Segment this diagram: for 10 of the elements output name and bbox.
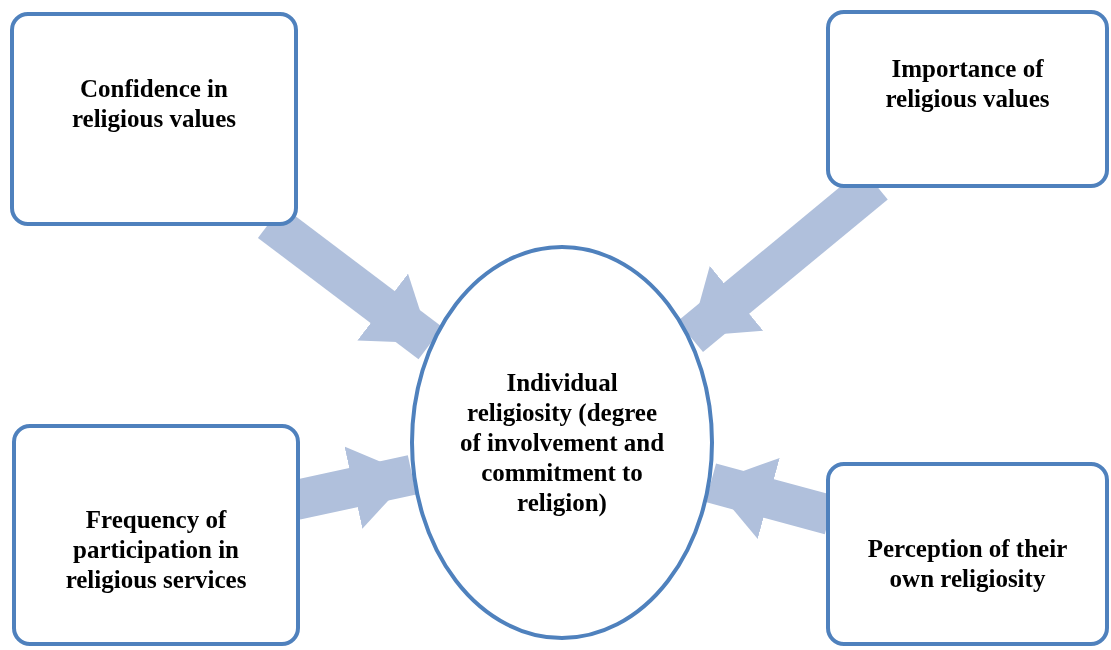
node-text: Importance of religious values xyxy=(884,54,1051,114)
node-text: Perception of their own religiosity xyxy=(866,534,1069,594)
rounded-box xyxy=(826,10,1109,188)
rounded-box xyxy=(12,424,300,646)
node-text: Individual religiosity (degree of involvement and commitment to religion) xyxy=(458,367,666,518)
node-text: Frequency of participation in religious services xyxy=(64,505,248,595)
node-text: Confidence in religious values xyxy=(70,74,238,134)
ellipse-node xyxy=(410,245,714,640)
rounded-box xyxy=(10,12,298,226)
rounded-box xyxy=(826,462,1109,646)
